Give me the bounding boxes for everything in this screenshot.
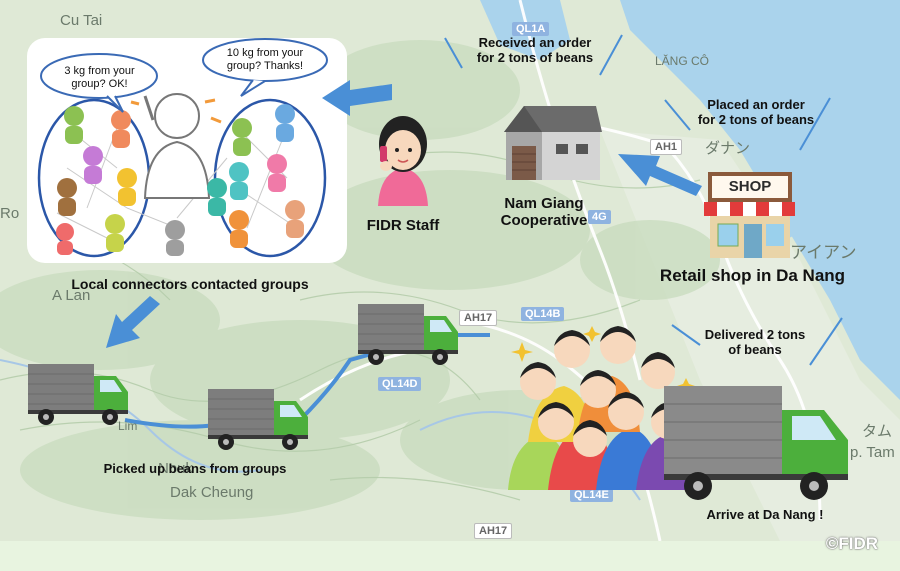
placed-order-label: Placed an order for 2 tons of beans bbox=[697, 97, 815, 127]
fidr-staff-illustration bbox=[378, 116, 428, 206]
road-badge: AH17 bbox=[459, 310, 498, 326]
retail-shop-icon bbox=[704, 172, 795, 258]
map-place-label: A Lan bbox=[52, 287, 91, 304]
crowd-illustration bbox=[508, 326, 695, 490]
truck-icon bbox=[208, 389, 308, 450]
fidr-staff-label: FIDR Staff bbox=[366, 217, 440, 234]
cooperative-label: Nam Giang Cooperative bbox=[500, 195, 588, 230]
community-groups-illustration bbox=[27, 38, 347, 263]
road-badge: QL1A bbox=[512, 22, 550, 36]
road-badge: QL14E bbox=[570, 488, 613, 502]
map-place-label: Dak Cheung bbox=[170, 484, 254, 501]
local-connectors-label: Local connectors contacted groups bbox=[71, 276, 309, 292]
received-order-label: Received an order for 2 tons of beans bbox=[476, 35, 594, 65]
map-place-label: Nouk bbox=[158, 460, 194, 477]
road-badge: QL14B bbox=[521, 307, 565, 321]
map-place-label: タム bbox=[862, 423, 893, 440]
truck-icon bbox=[28, 364, 128, 425]
road-badge: 4G bbox=[588, 210, 611, 224]
road-badge: QL14D bbox=[378, 377, 422, 391]
bubble-right-text: 10 kg from your group? Thanks! bbox=[226, 47, 304, 72]
map-place-label: LĂNG CÔ bbox=[655, 54, 710, 68]
big-truck-icon bbox=[664, 386, 848, 500]
delivered-label: Delivered 2 tons of beans bbox=[704, 327, 806, 357]
footer-band bbox=[0, 541, 900, 571]
cooperative-warehouse-icon bbox=[504, 106, 602, 180]
retail-shop-label: Retail shop in Da Nang bbox=[659, 266, 846, 285]
road-badge: AH1 bbox=[650, 139, 683, 155]
map-place-label: Lim bbox=[118, 419, 138, 433]
map-place-label: ダナン bbox=[705, 140, 751, 157]
map-place-label: p. Tam bbox=[850, 444, 895, 461]
arrive-label: Arrive at Da Nang ! bbox=[706, 507, 824, 522]
shop-sign-text: SHOP bbox=[728, 178, 772, 195]
arrows-layer bbox=[106, 80, 702, 348]
map-place-label: アイアン bbox=[790, 243, 857, 262]
picked-up-label: Picked up beans from groups bbox=[103, 461, 287, 476]
copyright-text: ©FIDR bbox=[825, 534, 878, 553]
map-place-label: Ro bbox=[0, 205, 20, 222]
truck-icon bbox=[358, 304, 458, 365]
bubble-left-text: 3 kg from your group? OK! bbox=[64, 65, 135, 90]
road-badge: AH17 bbox=[474, 523, 513, 539]
map-place-label: Cu Tai bbox=[60, 12, 103, 29]
